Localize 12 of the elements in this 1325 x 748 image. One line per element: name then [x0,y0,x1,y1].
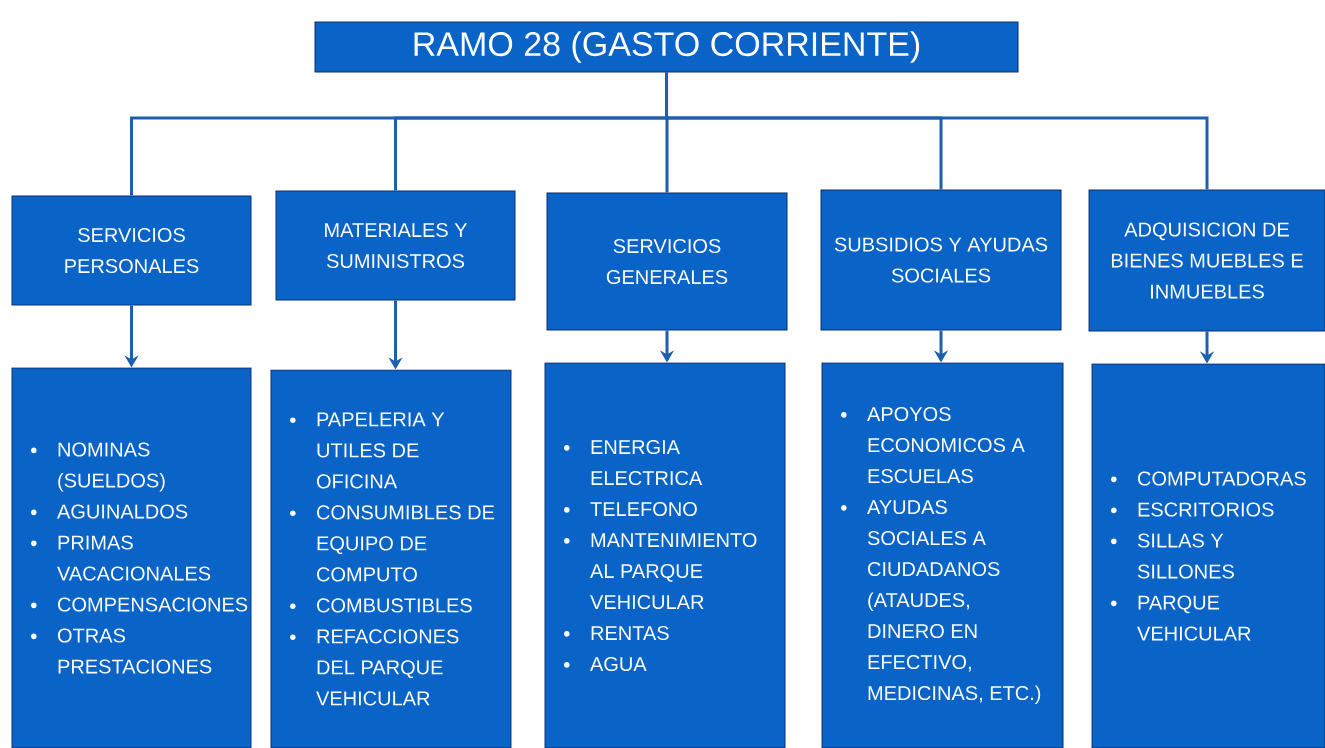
category-box: MATERIALES Y SUMINISTROS [275,190,516,301]
list-box: PAPELERIA Y UTILES DE OFICINA CONSUMIBLES DE EQUIPO DE COMPUTO COMBUSTIBLES REFACCIONES DEL PARQUE VEHICULAR [270,369,512,748]
category-box: ADQUISICION DE BIENES MUEBLES E INMUEBLES [1088,189,1325,332]
connector-line [665,72,1209,190]
list-box: NOMINAS (SUELDOS) AGUINALDOS PRIMAS VACACIONALES COMPENSACIONES OTRAS PRESTACIONES [11,367,252,748]
category-box: SERVICIOS PERSONALES [11,195,252,306]
category-box: SUBSIDIOS Y AYUDAS SOCIALES [820,189,1062,331]
list-box: ENERGIA ELECTRICA TELEFONO MANTENIMIENTO AL PARQUE VEHICULAR RENTAS AGUA [544,362,786,748]
category-box: SERVICIOS GENERALES [546,192,788,331]
list-box: APOYOS ECONOMICOS A ESCUELAS AYUDAS SOCIALES A CIUDADANOS (ATAUDES, DINERO EN EFECTIVO, MEDICINAS, ETC.) [821,362,1064,748]
list-box: COMPUTADORAS ESCRITORIOS SILLAS Y SILLONES PARQUE VEHICULAR [1091,363,1325,748]
title-box: RAMO 28 (GASTO CORRIENTE) [314,21,1019,73]
